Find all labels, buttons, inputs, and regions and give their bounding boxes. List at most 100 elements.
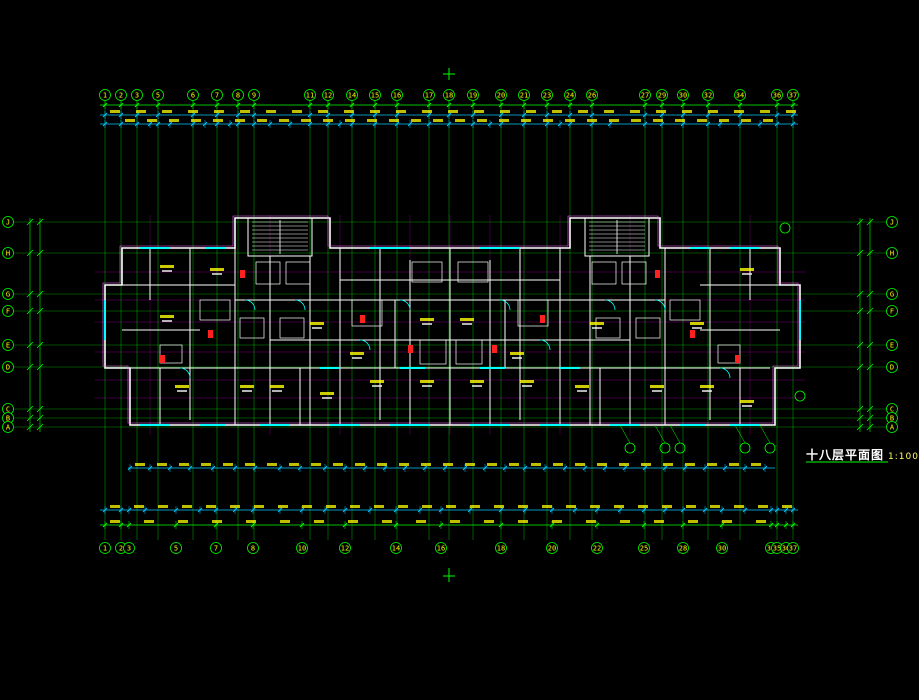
callout-leader (759, 424, 771, 444)
dimension-text-mark (191, 119, 201, 122)
door-swing (539, 339, 551, 351)
dimension-tick (866, 290, 874, 298)
axis-label: J (890, 219, 894, 227)
callout-bubble (779, 222, 791, 234)
axis-label: E (6, 342, 10, 350)
column (240, 270, 245, 278)
dimension-text-mark (257, 119, 267, 122)
axis-bubble (886, 339, 898, 351)
dimension-text-mark (586, 520, 596, 523)
room-area-mark (312, 327, 322, 329)
room-label-mark (175, 385, 189, 388)
axis-bubble (232, 89, 244, 101)
dimension-text-mark (656, 110, 666, 113)
fixture (669, 299, 701, 321)
room-area-mark (422, 385, 432, 387)
axis-bubble (2, 305, 14, 317)
axis-label: 2 (119, 545, 123, 553)
room-label-mark (575, 385, 589, 388)
room-area-mark (592, 327, 602, 329)
axis-bubble (210, 542, 222, 554)
axis-label: F (890, 308, 894, 316)
axis-bubble (638, 542, 650, 554)
dimension-text-mark (729, 463, 739, 466)
room-label-mark (690, 322, 704, 325)
dimension-text-mark (682, 110, 692, 113)
dimension-text-mark (631, 119, 641, 122)
dimension-text-mark (708, 110, 718, 113)
room-area-mark (692, 327, 702, 329)
door-swing (499, 299, 511, 311)
dimension-text-mark (763, 119, 773, 122)
axis-bubble (2, 288, 14, 300)
column (492, 345, 497, 353)
dimension-tick (866, 363, 874, 371)
dimension-text-mark (213, 119, 223, 122)
axis-label: 2 (119, 92, 123, 100)
axis-bubble (734, 89, 746, 101)
dimension-text-mark (487, 463, 497, 466)
room-area-mark (372, 385, 382, 387)
dimension-text-mark (630, 110, 640, 113)
stair-core (584, 217, 650, 257)
fixture (199, 299, 231, 321)
door-swing (719, 367, 731, 379)
dimension-text-mark (246, 520, 256, 523)
dimension-text-mark (663, 463, 673, 466)
axis-bubble (115, 89, 127, 101)
dimension-tick (866, 218, 874, 226)
axis-label: G (890, 291, 894, 299)
axis-bubble (2, 361, 14, 373)
axis-bubble (518, 89, 530, 101)
room-label-mark (470, 380, 484, 383)
dimension-text-mark (382, 520, 392, 523)
room-area-mark (242, 390, 252, 392)
dimension-text-mark (396, 110, 406, 113)
callout-leader (654, 424, 666, 444)
dimension-text-mark (470, 505, 480, 508)
axis-bubble (369, 89, 381, 101)
dimension-text-mark (350, 505, 360, 508)
fixture (621, 261, 647, 285)
room-label-mark (240, 385, 254, 388)
axis-label: 25 (640, 545, 648, 553)
dimension-text-mark (110, 110, 120, 113)
dimension-text-mark (348, 520, 358, 523)
room-label-mark (350, 352, 364, 355)
dimension-text-mark (169, 119, 179, 122)
dimension-text-mark (518, 505, 528, 508)
axis-bubble (248, 89, 260, 101)
axis-label: 7 (215, 92, 219, 100)
axis-label: 9 (252, 92, 256, 100)
axis-label: 32 (767, 545, 775, 553)
axis-label: H (6, 250, 10, 258)
dimension-text-mark (421, 463, 431, 466)
room-area-mark (702, 390, 712, 392)
callout-bubble (674, 442, 686, 454)
dimension-tick (866, 341, 874, 349)
axis-bubble (886, 216, 898, 228)
dimension-text-mark (474, 110, 484, 113)
dimension-text-mark (302, 505, 312, 508)
dimension-tick (36, 341, 44, 349)
dimension-text-mark (697, 119, 707, 122)
dimension-text-mark (620, 520, 630, 523)
axis-bubble (390, 542, 402, 554)
axis-label: 15 (371, 92, 379, 100)
dimension-text-mark (521, 119, 531, 122)
axis-bubble (2, 339, 14, 351)
dimension-text-mark (587, 119, 597, 122)
room-label-mark (210, 268, 224, 271)
fixture (419, 339, 447, 365)
dimension-text-mark (710, 505, 720, 508)
dimension-tick (866, 307, 874, 315)
dimension-text-mark (455, 119, 465, 122)
dimension-text-mark (318, 110, 328, 113)
dimension-text-mark (662, 505, 672, 508)
dimension-text-mark (760, 110, 770, 113)
dimension-text-mark (399, 463, 409, 466)
dimension-tick (866, 423, 874, 431)
axis-bubble (170, 542, 182, 554)
